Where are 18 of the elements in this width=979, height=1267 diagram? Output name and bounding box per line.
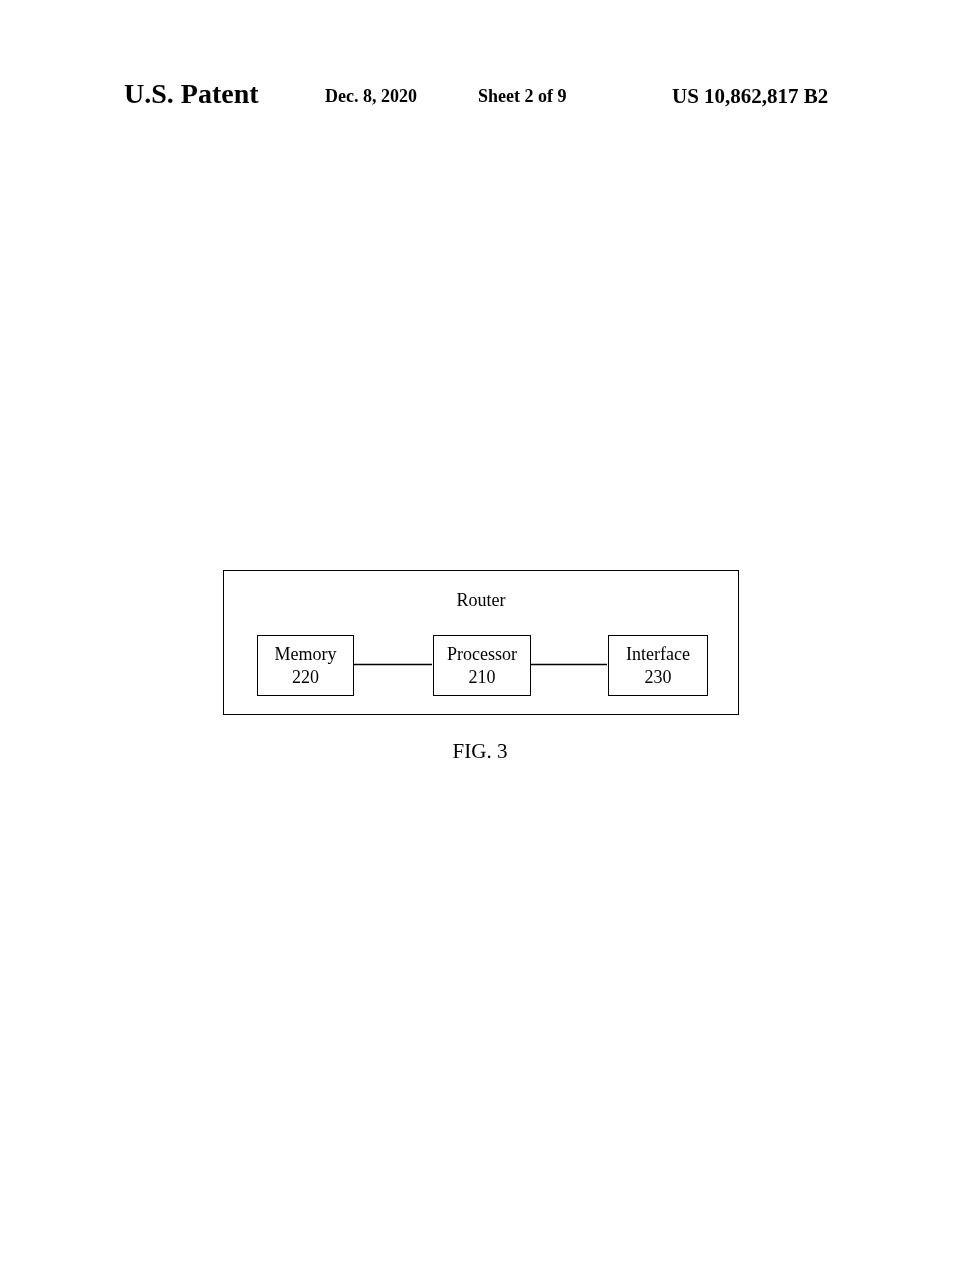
date: Dec. 8, 2020 bbox=[325, 86, 417, 107]
component-name: Processor bbox=[447, 643, 517, 666]
component-box bbox=[433, 635, 531, 696]
connecting-line bbox=[529, 663, 608, 666]
reference-numeral: 230 bbox=[644, 666, 672, 689]
patent-header: U.S. Patent bbox=[124, 78, 259, 110]
connecting-line bbox=[352, 663, 433, 666]
sheet-number: Sheet 2 of 9 bbox=[478, 86, 567, 107]
router-container-box bbox=[223, 570, 739, 715]
figure-caption: FIG. 3 bbox=[452, 739, 508, 763]
reference-numeral: 220 bbox=[292, 666, 319, 689]
component-name: Memory bbox=[274, 643, 337, 666]
reference-numeral: 210 bbox=[468, 666, 496, 689]
component-box bbox=[608, 635, 708, 696]
component-name: Interface bbox=[626, 643, 690, 666]
component-box bbox=[257, 635, 354, 696]
patent-number: US 10,862,817 B2 bbox=[672, 84, 829, 109]
component-name: Router bbox=[456, 589, 506, 612]
